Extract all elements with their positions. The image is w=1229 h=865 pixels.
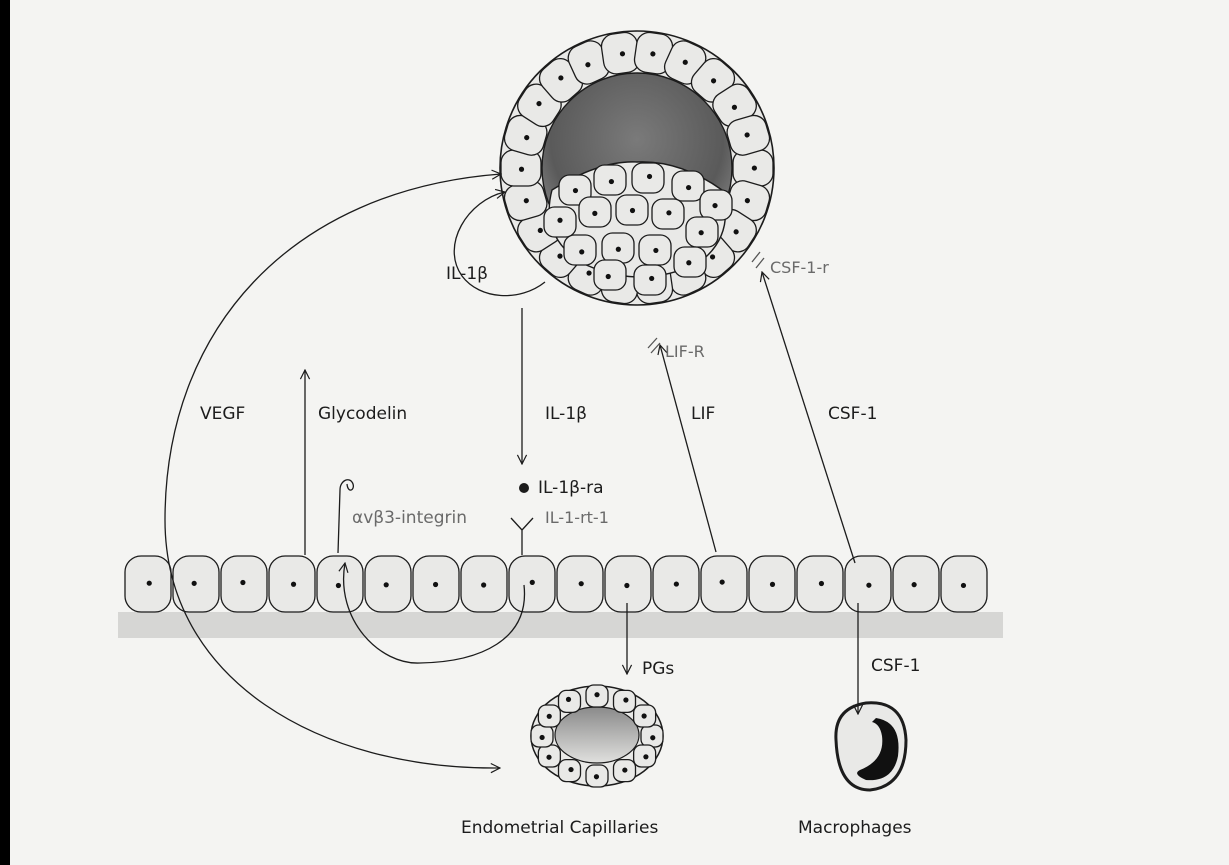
epithelial-cell: [557, 556, 603, 612]
endothelial-cell: [634, 745, 656, 767]
endothelial-cell: [586, 765, 608, 787]
epithelial-cell: [413, 556, 459, 612]
glycodelin-label: Glycodelin: [318, 404, 407, 424]
icm-cell: [579, 197, 611, 227]
epithelial-cell: [269, 556, 315, 612]
endothelial-cell: [641, 725, 663, 747]
icm-cell: [639, 235, 671, 265]
vegf-label: VEGF: [200, 404, 245, 424]
icm-cell: [700, 190, 732, 220]
endothelial-cell: [559, 690, 581, 712]
epithelial-cell: [845, 556, 891, 612]
endothelial-cell: [586, 685, 608, 707]
epithelial-cell: [461, 556, 507, 612]
icm-cell: [632, 163, 664, 193]
csf1-upper-label: CSF-1: [828, 404, 877, 424]
epithelial-cell: [797, 556, 843, 612]
endothelial-cell: [538, 745, 560, 767]
epithelial-cell: [749, 556, 795, 612]
endothelial-cell: [538, 705, 560, 727]
icm-cell: [616, 195, 648, 225]
integrin-label: αvβ3-integrin: [352, 508, 467, 528]
icm-cell: [672, 171, 704, 201]
cell: [501, 150, 541, 186]
trophoblast-cell: [733, 150, 773, 186]
epithelial-cell: [173, 556, 219, 612]
icm-cell: [686, 217, 718, 247]
endothelial-cell: [614, 760, 636, 782]
csf1-lower-label: CSF-1: [871, 656, 920, 676]
endothelial-cell: [634, 705, 656, 727]
endothelial-cell: [531, 725, 553, 747]
epithelial-cell: [941, 556, 987, 612]
pathway-arrows: [165, 174, 858, 768]
endometrial-capillary: [531, 685, 663, 787]
icm-cell: [602, 233, 634, 263]
il1b-autocrine-label: IL-1β: [446, 264, 488, 284]
endothelial-cell: [614, 690, 636, 712]
csf1r-receptor: [752, 252, 764, 268]
cell: [733, 150, 773, 186]
icm-cell: [674, 247, 706, 277]
il1b-ra-dot: [519, 483, 529, 493]
macrophages-label: Macrophages: [798, 818, 912, 838]
epithelial-cell: [125, 556, 171, 612]
lif-label: LIF: [691, 404, 715, 424]
il1b-ra-label: IL-1β-ra: [538, 478, 604, 498]
macrophage: [836, 703, 906, 790]
icm-cell: [634, 265, 666, 295]
epithelial-cell: [317, 556, 363, 612]
epithelial-cell: [221, 556, 267, 612]
epithelial-cell: [701, 556, 747, 612]
epithelial-cell: [893, 556, 939, 612]
lifr-receptor: [648, 338, 660, 353]
icm-cell: [594, 165, 626, 195]
endometrial-epithelium: [118, 556, 1003, 638]
epithelial-cell: [365, 556, 411, 612]
il1b-label: IL-1β: [545, 404, 587, 424]
icm-cell: [594, 260, 626, 290]
icm-cell: [564, 235, 596, 265]
stroma-band: [118, 612, 1003, 638]
csf1r-label: CSF-1-r: [770, 258, 829, 277]
epithelial-cell: [509, 556, 555, 612]
il1rt1-label: IL-1-rt-1: [545, 508, 609, 527]
epithelial-cell: [605, 556, 651, 612]
trophoblast-cell: [501, 150, 541, 186]
endothelial-cell: [559, 760, 581, 782]
lifr-label: LIF-R: [665, 342, 705, 361]
icm-cell: [652, 199, 684, 229]
epithelial-cell: [653, 556, 699, 612]
lif-arrow: [660, 345, 716, 552]
capillaries-label: Endometrial Capillaries: [461, 818, 658, 838]
blastocyst: [500, 31, 774, 305]
icm-cell: [544, 207, 576, 237]
pgs-label: PGs: [642, 659, 674, 679]
il1rt1-receptor: [511, 518, 533, 555]
